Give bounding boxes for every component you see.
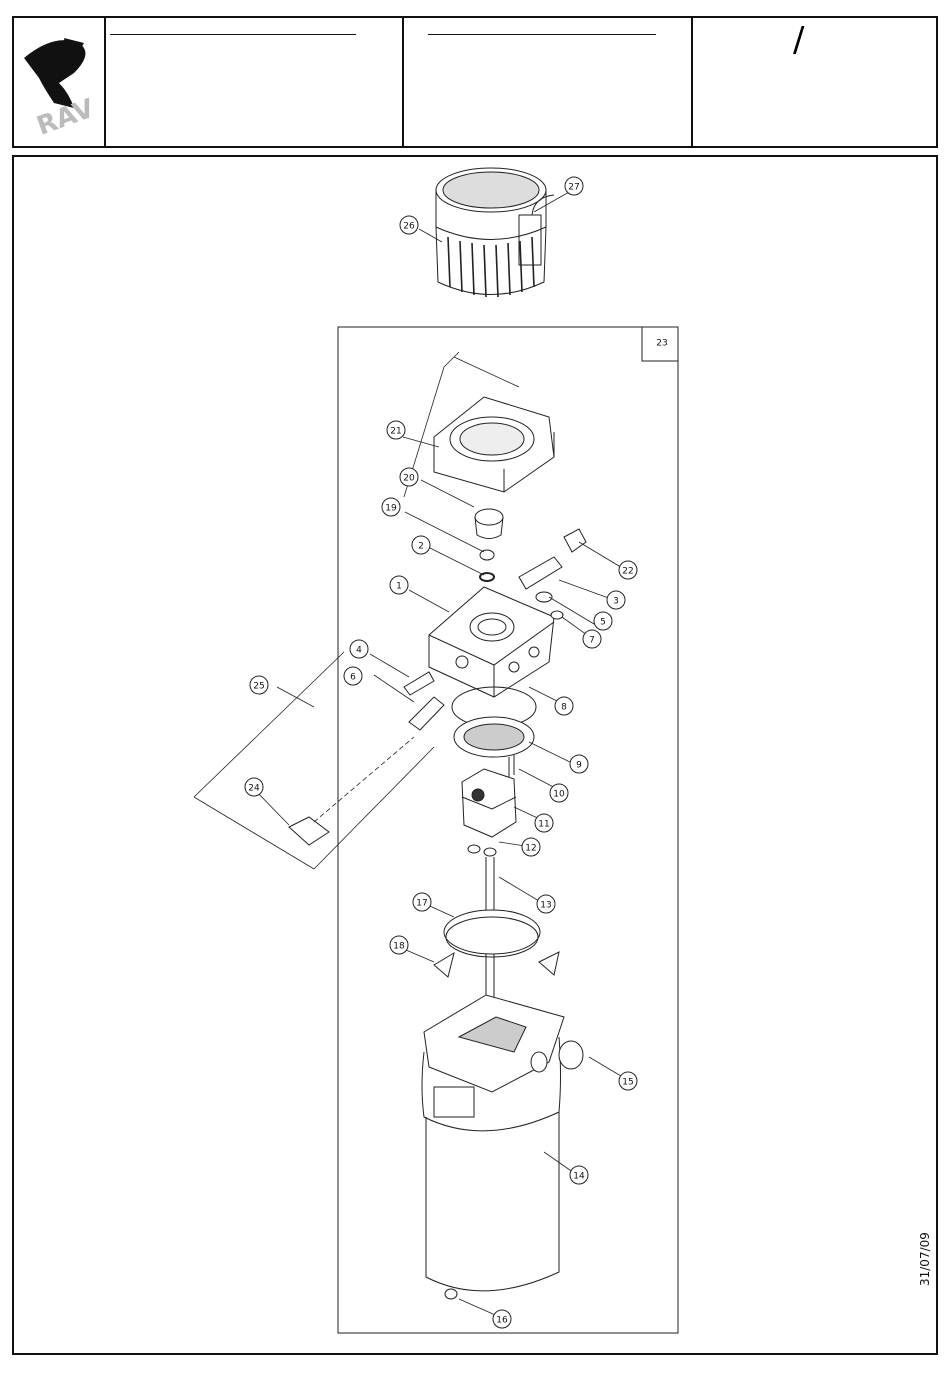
callout-17: 17	[413, 893, 431, 911]
logo-text: RAV	[33, 94, 98, 142]
callout-8: 8	[555, 697, 573, 715]
callout-2: 2	[412, 536, 430, 554]
title-line-2	[428, 34, 656, 35]
tank-lid-part	[434, 910, 559, 977]
callout-label: 10	[553, 790, 565, 800]
callout-label: 25	[253, 682, 264, 692]
callout-label: 24	[248, 784, 260, 794]
callout-19: 19	[382, 498, 400, 516]
callout-label: 12	[525, 844, 536, 854]
callout-27: 27	[565, 177, 583, 195]
callout-4: 4	[350, 640, 368, 658]
callout-label: 5	[600, 618, 606, 628]
callout-label: 4	[356, 646, 362, 656]
revision-date: 31/07/09	[918, 1230, 932, 1286]
side-valve-parts	[404, 672, 444, 730]
callout-6: 6	[344, 667, 362, 685]
callout-label: 26	[403, 222, 415, 232]
callout-18: 18	[390, 936, 408, 954]
callout-label: 18	[393, 942, 405, 952]
callout-label: 1	[396, 582, 402, 592]
rav-logo-icon: RAV	[14, 18, 104, 146]
callout-23: 23	[656, 339, 667, 349]
callout-15: 15	[619, 1072, 637, 1090]
callout-label: 21	[390, 427, 401, 437]
callout-14: 14	[570, 1166, 588, 1184]
callout-label: 8	[561, 703, 567, 713]
callout-label: 3	[613, 597, 619, 607]
callout-label: 11	[538, 820, 549, 830]
callout-label: 14	[573, 1172, 585, 1182]
callout-label: 27	[568, 183, 579, 193]
title-line-1	[110, 34, 356, 35]
callout-label: 19	[385, 504, 397, 514]
valve-block-part	[429, 587, 554, 697]
callout-13: 13	[537, 895, 555, 913]
callout-3: 3	[607, 591, 625, 609]
callout-label: 22	[622, 567, 633, 577]
title-block: RAV /	[12, 16, 938, 148]
callout-label: 7	[589, 636, 595, 646]
title-cell-1	[106, 18, 404, 146]
callout-22: 22	[619, 561, 637, 579]
revision-mark: /	[793, 20, 804, 60]
pump-part	[462, 755, 516, 837]
callout-11: 11	[535, 814, 553, 832]
valve-parts	[519, 529, 586, 619]
callout-label: 6	[350, 673, 356, 683]
callout-21: 21	[387, 421, 405, 439]
callout-label: 15	[622, 1078, 633, 1088]
logo-cell: RAV	[14, 18, 106, 146]
callout-label: 16	[496, 1316, 508, 1326]
oil-tank-part	[422, 995, 583, 1291]
callout-10: 10	[550, 784, 568, 802]
callout-label: 17	[416, 899, 427, 909]
callout-5: 5	[594, 612, 612, 630]
exploded-view-drawing: 1234567891011121314151617181920212223242…	[14, 157, 936, 1353]
callout-label: 23	[656, 339, 667, 349]
title-cell-2	[404, 18, 693, 146]
callout-25: 25	[250, 676, 268, 694]
callout-7: 7	[583, 630, 601, 648]
solenoid-part	[194, 652, 434, 869]
callout-label: 2	[418, 542, 424, 552]
leader-lines	[254, 192, 626, 1318]
revision-cell: /	[693, 18, 936, 146]
callout-24: 24	[245, 778, 263, 796]
callout-label: 13	[540, 901, 551, 911]
callout-label: 9	[576, 761, 582, 771]
bell-housing-part	[404, 352, 554, 497]
callout-9: 9	[570, 755, 588, 773]
drain-plug-part	[445, 1289, 457, 1299]
callout-20: 20	[400, 468, 418, 486]
callout-16: 16	[493, 1310, 511, 1328]
callout-26: 26	[400, 216, 418, 234]
coupling-part	[475, 509, 503, 581]
callout-12: 12	[522, 838, 540, 856]
motor-part	[436, 168, 554, 297]
callout-label: 20	[403, 474, 415, 484]
callout-1: 1	[390, 576, 408, 594]
